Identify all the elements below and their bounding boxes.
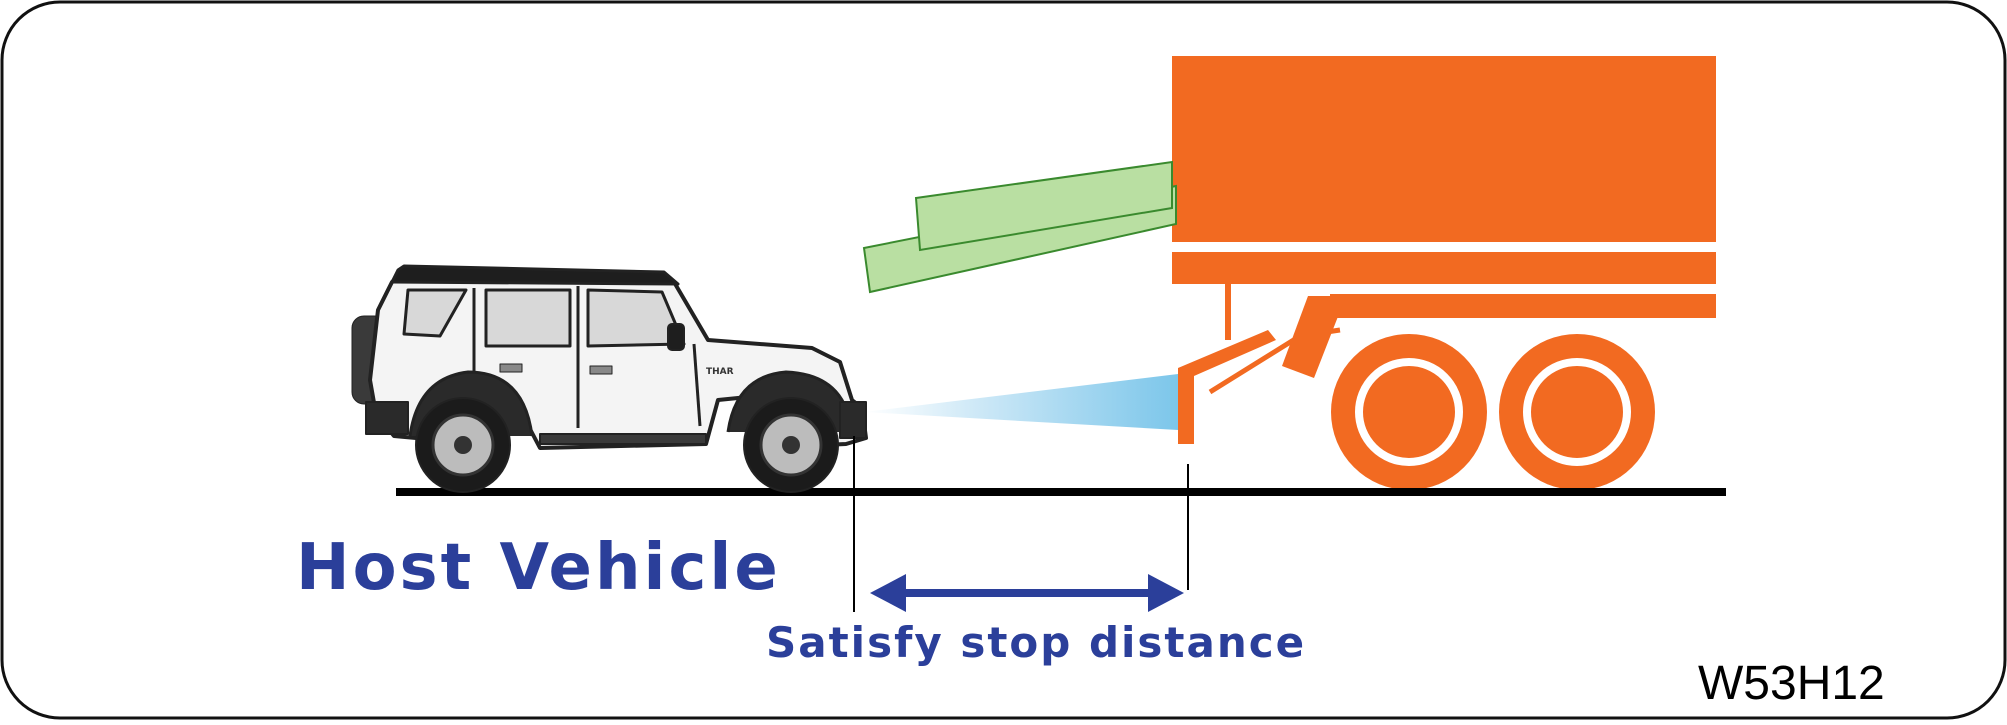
truck-mudguard (1282, 296, 1346, 378)
host-vehicle-label: Host Vehicle (296, 531, 781, 605)
truck-icon (1172, 56, 1716, 490)
suv-roof (390, 264, 680, 286)
suv-rear-bumper (365, 401, 409, 435)
suv-wheel-front (743, 397, 839, 493)
truck-chassis-bar (1172, 252, 1716, 284)
suv-rear-quarter-window (402, 288, 468, 338)
truck-rear-guard (1178, 330, 1276, 444)
cargo-plank-upper (914, 160, 1173, 252)
truck-wheel-rear (1499, 334, 1655, 490)
truck-cargo-box (1172, 56, 1716, 242)
suv-front-bumper (839, 401, 867, 439)
figure-code: W53H12 (1698, 657, 1885, 710)
truck-side-skirt (1330, 294, 1716, 318)
suv-icon (351, 264, 868, 493)
double-arrow-icon (870, 574, 1184, 612)
overhanging-cargo (862, 160, 1177, 294)
suv-wheel-rear (415, 397, 511, 493)
ground-line (396, 488, 1726, 496)
vehicle-badge: THAR (706, 367, 734, 377)
stop-distance-label: Satisfy stop distance (766, 618, 1307, 667)
radar-beam-icon (864, 374, 1178, 430)
suv-rear-window (484, 288, 572, 348)
truck-wheel-front (1331, 334, 1487, 490)
